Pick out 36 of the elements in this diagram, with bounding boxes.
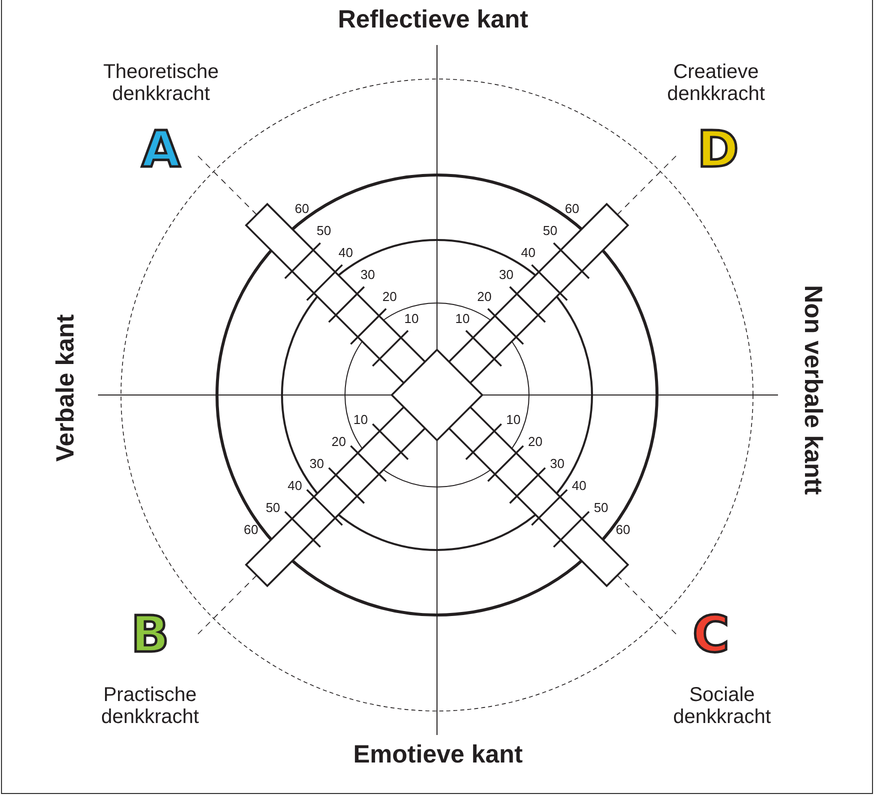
tick-label: 60 <box>244 522 258 538</box>
tick-label: 20 <box>382 290 397 304</box>
tick-label: 60 <box>564 202 580 216</box>
quadrant-letter: D <box>697 122 739 178</box>
side-label: Emotieve kant <box>353 741 523 769</box>
tick-label: 20 <box>528 435 543 450</box>
quadrant-letter: B <box>130 608 170 662</box>
tick-label: 30 <box>360 268 375 282</box>
tick-label: 10 <box>455 311 470 326</box>
tick-label: 30 <box>310 457 324 472</box>
side-label: Non verbale kantt <box>798 285 826 495</box>
side-label: Verbale kant <box>52 314 80 462</box>
tick-label: 40 <box>520 246 536 260</box>
quadrant-label: Creatieve denkkracht <box>666 61 766 105</box>
tick-label: 40 <box>288 479 302 494</box>
quadrant-label: Sociale denkkracht <box>672 684 772 728</box>
side-label: Reflectieve kant <box>338 6 528 34</box>
quadrant-letter: C <box>692 608 730 662</box>
quadrant-label: Practische denkkracht <box>100 684 200 728</box>
tick-label: 50 <box>316 224 332 238</box>
tick-label: 50 <box>266 500 280 516</box>
tick-label: 30 <box>550 457 564 472</box>
tick-label: 20 <box>331 435 346 450</box>
tick-label: 50 <box>594 500 608 516</box>
tick-label: 20 <box>477 290 492 304</box>
quadrant-label: Theoretische denkkracht <box>102 61 220 105</box>
tick-label: 10 <box>353 413 368 428</box>
tick-label: 50 <box>542 224 558 238</box>
tick-label: 40 <box>572 479 586 494</box>
tick-label: 60 <box>616 522 630 538</box>
tick-label: 10 <box>404 311 419 326</box>
tick-label: 10 <box>506 413 521 428</box>
tick-label: 40 <box>338 246 354 260</box>
tick-label: 60 <box>294 202 310 216</box>
quadrant-letter: A <box>142 122 180 178</box>
tick-label: 30 <box>499 268 514 282</box>
